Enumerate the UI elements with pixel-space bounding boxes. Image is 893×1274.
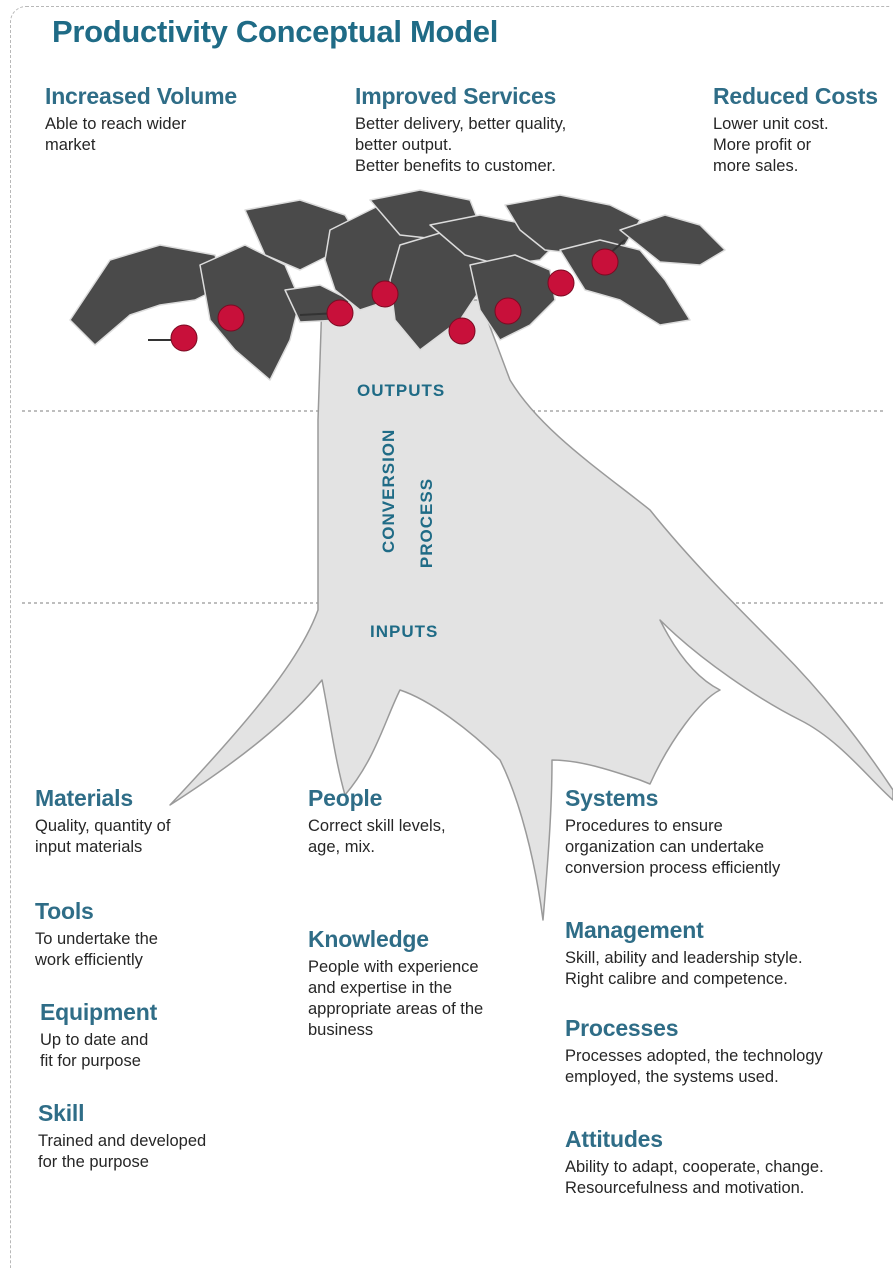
input-desc-line: Quality, quantity of bbox=[35, 816, 170, 837]
input-attitudes: Attitudes Ability to adapt, cooperate, c… bbox=[565, 1126, 824, 1199]
input-desc-line: Procedures to ensure bbox=[565, 816, 780, 837]
input-equipment: Equipment Up to date and fit for purpose bbox=[40, 999, 157, 1072]
input-desc-line: fit for purpose bbox=[40, 1051, 157, 1072]
input-desc-line: conversion process efficiently bbox=[565, 858, 780, 879]
input-desc-line: Resourcefulness and motivation. bbox=[565, 1178, 824, 1199]
input-desc-line: Right calibre and competence. bbox=[565, 969, 803, 990]
input-desc-line: work efficiently bbox=[35, 950, 158, 971]
input-tools: Tools To undertake the work efficiently bbox=[35, 898, 158, 971]
input-heading: Skill bbox=[38, 1100, 206, 1127]
output-desc-line: Better benefits to customer. bbox=[355, 156, 566, 177]
stage-label-conversion: CONVERSION bbox=[379, 443, 401, 553]
fruit bbox=[592, 249, 618, 275]
input-desc-line: business bbox=[308, 1020, 483, 1041]
fruit bbox=[171, 325, 197, 351]
fruit bbox=[327, 300, 353, 326]
output-desc-line: More profit or bbox=[713, 135, 878, 156]
input-desc-line: organization can undertake bbox=[565, 837, 780, 858]
input-knowledge: Knowledge People with experience and exp… bbox=[308, 926, 483, 1041]
input-desc-line: To undertake the bbox=[35, 929, 158, 950]
stage-label-process: PROCESS bbox=[417, 473, 439, 573]
output-desc-line: Able to reach wider bbox=[45, 114, 237, 135]
stage-label-inputs: INPUTS bbox=[370, 622, 438, 642]
input-heading: Materials bbox=[35, 785, 170, 812]
input-desc-line: input materials bbox=[35, 837, 170, 858]
input-desc-line: for the purpose bbox=[38, 1152, 206, 1173]
input-heading: Knowledge bbox=[308, 926, 483, 953]
fruit bbox=[449, 318, 475, 344]
output-improved-services: Improved Services Better delivery, bette… bbox=[355, 83, 566, 177]
input-desc-line: People with experience bbox=[308, 957, 483, 978]
output-reduced-costs: Reduced Costs Lower unit cost. More prof… bbox=[713, 83, 878, 177]
fruit bbox=[495, 298, 521, 324]
stage-label-outputs: OUTPUTS bbox=[357, 381, 445, 401]
output-increased-volume: Increased Volume Able to reach wider mar… bbox=[45, 83, 237, 156]
input-materials: Materials Quality, quantity of input mat… bbox=[35, 785, 170, 858]
fruit bbox=[548, 270, 574, 296]
leaf bbox=[70, 245, 225, 345]
input-heading: People bbox=[308, 785, 446, 812]
input-heading: Attitudes bbox=[565, 1126, 824, 1153]
input-desc-line: Trained and developed bbox=[38, 1131, 206, 1152]
fruit bbox=[218, 305, 244, 331]
input-desc-line: Processes adopted, the technology bbox=[565, 1046, 823, 1067]
input-desc-line: Correct skill levels, bbox=[308, 816, 446, 837]
output-heading: Improved Services bbox=[355, 83, 566, 110]
input-skill: Skill Trained and developed for the purp… bbox=[38, 1100, 206, 1173]
input-desc-line: age, mix. bbox=[308, 837, 446, 858]
input-heading: Systems bbox=[565, 785, 780, 812]
input-desc-line: Up to date and bbox=[40, 1030, 157, 1051]
output-desc-line: Lower unit cost. bbox=[713, 114, 878, 135]
input-heading: Management bbox=[565, 917, 803, 944]
input-heading: Processes bbox=[565, 1015, 823, 1042]
input-systems: Systems Procedures to ensure organizatio… bbox=[565, 785, 780, 879]
leaf bbox=[200, 245, 300, 380]
input-management: Management Skill, ability and leadership… bbox=[565, 917, 803, 990]
diagram-title: Productivity Conceptual Model bbox=[52, 14, 498, 50]
input-people: People Correct skill levels, age, mix. bbox=[308, 785, 446, 858]
output-heading: Reduced Costs bbox=[713, 83, 878, 110]
tree-trunk bbox=[170, 300, 893, 920]
input-heading: Tools bbox=[35, 898, 158, 925]
output-desc-line: better output. bbox=[355, 135, 566, 156]
fruit bbox=[372, 281, 398, 307]
input-desc-line: employed, the systems used. bbox=[565, 1067, 823, 1088]
output-desc-line: more sales. bbox=[713, 156, 878, 177]
input-processes: Processes Processes adopted, the technol… bbox=[565, 1015, 823, 1088]
input-desc-line: appropriate areas of the bbox=[308, 999, 483, 1020]
input-desc-line: Skill, ability and leadership style. bbox=[565, 948, 803, 969]
input-desc-line: Ability to adapt, cooperate, change. bbox=[565, 1157, 824, 1178]
input-desc-line: and expertise in the bbox=[308, 978, 483, 999]
output-desc-line: market bbox=[45, 135, 237, 156]
output-heading: Increased Volume bbox=[45, 83, 237, 110]
input-heading: Equipment bbox=[40, 999, 157, 1026]
output-desc-line: Better delivery, better quality, bbox=[355, 114, 566, 135]
